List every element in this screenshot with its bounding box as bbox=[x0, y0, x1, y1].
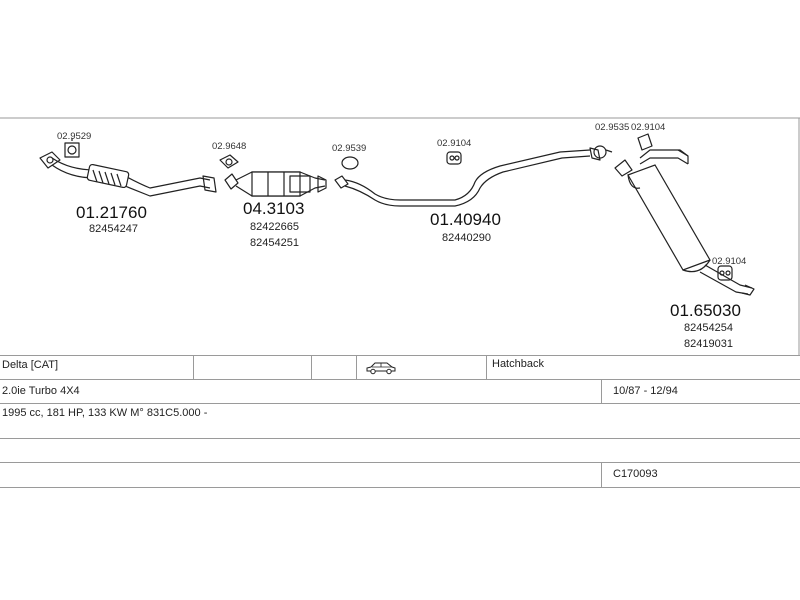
hanger-mid-label: 02.9104 bbox=[437, 138, 471, 149]
front-pipe-oem-1: 82454247 bbox=[89, 223, 138, 235]
rear-silencer-oem-1: 82454254 bbox=[684, 322, 733, 334]
vehicle-row-model: Delta [CAT] Hatchback bbox=[0, 355, 800, 380]
vehicle-specs: 1995 cc, 181 HP, 133 KW M° 831C5.000 - bbox=[2, 407, 208, 419]
ring-mid-label: 02.9539 bbox=[332, 143, 366, 154]
clamp-rear-label: 02.9535 bbox=[595, 122, 629, 133]
gasket-front-accessory[interactable] bbox=[64, 138, 80, 158]
divider bbox=[486, 356, 487, 380]
hanger-rear-bottom-accessory[interactable] bbox=[717, 265, 733, 281]
hanger-rear-bottom-label: 02.9104 bbox=[712, 256, 746, 267]
vehicle-code: C170093 bbox=[613, 468, 658, 480]
front-pipe-part[interactable] bbox=[39, 151, 217, 197]
divider bbox=[311, 356, 312, 380]
catalyst-oem-2: 82454251 bbox=[250, 237, 299, 249]
vehicle-body: Hatchback bbox=[492, 358, 544, 370]
vehicle-model: Delta [CAT] bbox=[2, 359, 59, 371]
vehicle-row-specs: 1995 cc, 181 HP, 133 KW M° 831C5.000 - bbox=[0, 403, 800, 439]
vehicle-row-code: C170093 bbox=[0, 462, 800, 488]
middle-pipe-part[interactable] bbox=[334, 147, 601, 207]
catalyst-number: 04.3103 bbox=[243, 199, 304, 218]
hanger-rear-top-label: 02.9104 bbox=[631, 122, 665, 133]
rear-silencer-number: 01.65030 bbox=[670, 301, 741, 320]
catalyst-oem-1: 82422665 bbox=[250, 221, 299, 233]
divider bbox=[601, 463, 602, 487]
hanger-rear-top-accessory[interactable] bbox=[637, 133, 653, 151]
catalyst-part[interactable] bbox=[224, 171, 327, 197]
middle-pipe-oem-1: 82440290 bbox=[442, 232, 491, 244]
divider bbox=[193, 356, 194, 380]
rear-silencer-part[interactable] bbox=[614, 149, 755, 296]
front-pipe-number: 01.21760 bbox=[76, 203, 147, 222]
gasket-cat-accessory[interactable] bbox=[219, 154, 239, 169]
clamp-rear-accessory[interactable] bbox=[593, 145, 613, 159]
vehicle-row-engine: 2.0ie Turbo 4X4 10/87 - 12/94 bbox=[0, 379, 800, 404]
vehicle-engine: 2.0ie Turbo 4X4 bbox=[2, 385, 80, 397]
rear-silencer-oem-2: 82419031 bbox=[684, 338, 733, 350]
car-hatchback-icon bbox=[366, 361, 396, 380]
hanger-mid-accessory[interactable] bbox=[446, 151, 462, 165]
exhaust-diagram: 02.9529 01.21760 82454247 02.9648 04.310… bbox=[0, 117, 800, 355]
divider bbox=[356, 356, 357, 380]
gasket-cat-label: 02.9648 bbox=[212, 141, 246, 152]
ring-mid-accessory[interactable] bbox=[341, 156, 359, 170]
vehicle-row-empty bbox=[0, 438, 800, 463]
middle-pipe-number: 01.40940 bbox=[430, 210, 501, 229]
vehicle-years: 10/87 - 12/94 bbox=[613, 385, 678, 397]
gasket-front-label: 02.9529 bbox=[57, 131, 91, 142]
divider bbox=[601, 380, 602, 404]
